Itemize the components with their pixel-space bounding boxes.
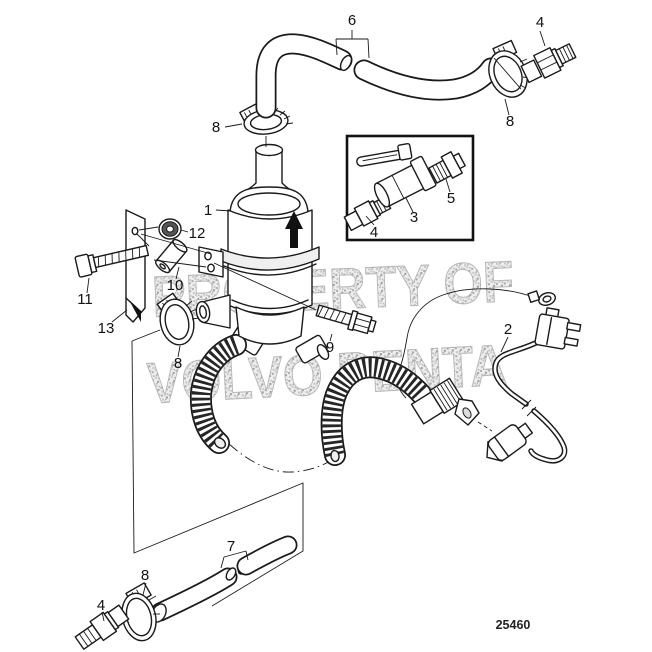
inset-hose-nipple — [343, 196, 392, 232]
callout-label: 1 — [204, 202, 212, 219]
callout-label: 3 — [410, 209, 418, 226]
ear-to-bolt-line — [213, 262, 317, 311]
lower-hose — [150, 535, 298, 623]
centerline-arc — [228, 443, 338, 473]
canister-assembly — [195, 143, 320, 345]
hose-clamp-upper-right — [488, 39, 531, 98]
mounting-bracket — [125, 209, 146, 323]
hose-clamp-neck — [239, 103, 294, 147]
upper-hose — [255, 33, 502, 119]
inset-threaded-fitting — [428, 151, 466, 184]
callout-labels: 6 4 8 8 1 12 10 11 13 3 4 5 9 2 8 7 8 4 — [77, 12, 544, 614]
valve-inset-box — [343, 134, 475, 242]
callout-leader-lines — [86, 30, 546, 622]
callout-label: 8 — [212, 119, 220, 136]
callout-label: 12 — [189, 225, 206, 242]
callout-label: 4 — [370, 224, 378, 241]
left-corrugated-hose — [189, 323, 266, 454]
drawing-number: 25460 — [496, 618, 531, 632]
rubber-washer — [158, 218, 182, 240]
clamp-bolt — [315, 304, 377, 335]
callout-label: 8 — [506, 113, 514, 130]
temperature-sensor-cable — [486, 307, 582, 464]
mounting-plane-outline — [131, 329, 304, 607]
callout-label: 8 — [141, 567, 149, 584]
callout-label: 6 — [348, 12, 356, 29]
callout-label: 5 — [447, 190, 455, 207]
ring-terminal — [527, 290, 556, 306]
power-plug — [534, 307, 582, 350]
assembly-axis-lines — [136, 226, 212, 268]
callout-label: 9 — [326, 339, 334, 356]
right-corrugated-hose — [295, 334, 493, 466]
connector-cap — [486, 422, 534, 462]
inset-ball-valve — [356, 142, 437, 208]
valve-lever — [356, 142, 413, 167]
callout-label: 7 — [227, 538, 235, 555]
hose-nipple-upper-right — [520, 43, 577, 84]
threaded-hose-fitting — [410, 377, 465, 425]
callout-label: 4 — [536, 14, 544, 31]
callout-label: 13 — [98, 320, 115, 337]
callout-label: 4 — [97, 597, 105, 614]
mounting-bolt — [74, 244, 150, 278]
callout-label: 11 — [77, 291, 93, 308]
hose-nipple-lower — [74, 604, 130, 650]
hose-clamp-spout — [156, 292, 200, 346]
up-arrow — [285, 211, 303, 248]
spacer-sleeve — [155, 238, 188, 274]
callout-label: 10 — [167, 277, 184, 294]
callout-label: 2 — [504, 321, 512, 338]
callout-label: 8 — [174, 355, 182, 372]
